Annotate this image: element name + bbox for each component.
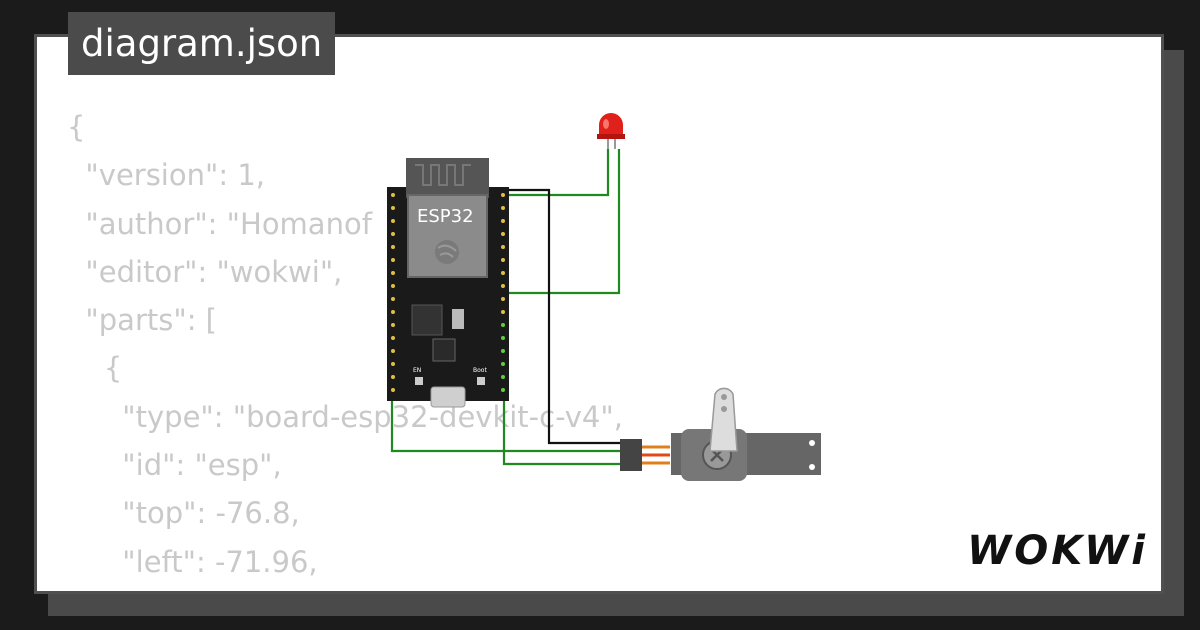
- espressif-logo-icon: [435, 240, 459, 264]
- code-line: "editor": "wokwi",: [67, 254, 343, 289]
- wire-led-cathode: [469, 149, 621, 295]
- code-line: "top": -76.8,: [67, 496, 300, 531]
- esp32-board: ESP32: [387, 158, 509, 408]
- boot-button-label: Boot: [473, 367, 487, 374]
- board-label: ESP32: [417, 206, 474, 227]
- circuit-diagram: ESP32: [387, 113, 821, 481]
- code-line: "id": "esp",: [67, 448, 282, 483]
- code-line: "version": 1,: [67, 158, 265, 193]
- code-line: "parts": [: [67, 303, 217, 338]
- wire-led-anode: [469, 149, 610, 197]
- file-tab[interactable]: diagram.json: [68, 12, 336, 75]
- led-red: [597, 113, 625, 149]
- en-button-label: EN: [413, 367, 421, 374]
- code-preview: { "version": 1, "author": "Homanof "edit…: [67, 103, 623, 586]
- wokwi-logo: WOKWi: [967, 528, 1148, 574]
- code-line: {: [67, 110, 86, 144]
- servo-horn: [709, 387, 738, 452]
- servo-motor: [620, 387, 821, 481]
- code-line: {: [67, 351, 123, 386]
- code-line: "left": -71.96,: [67, 544, 318, 579]
- code-line: "type": "board-esp32-devkit-c-v4",: [67, 399, 623, 434]
- wire-servo-vcc: [390, 392, 631, 453]
- code-line: "author": "Homanof: [67, 206, 372, 241]
- preview-card: { "version": 1, "author": "Homanof "edit…: [34, 34, 1164, 594]
- usb-port: [430, 386, 466, 408]
